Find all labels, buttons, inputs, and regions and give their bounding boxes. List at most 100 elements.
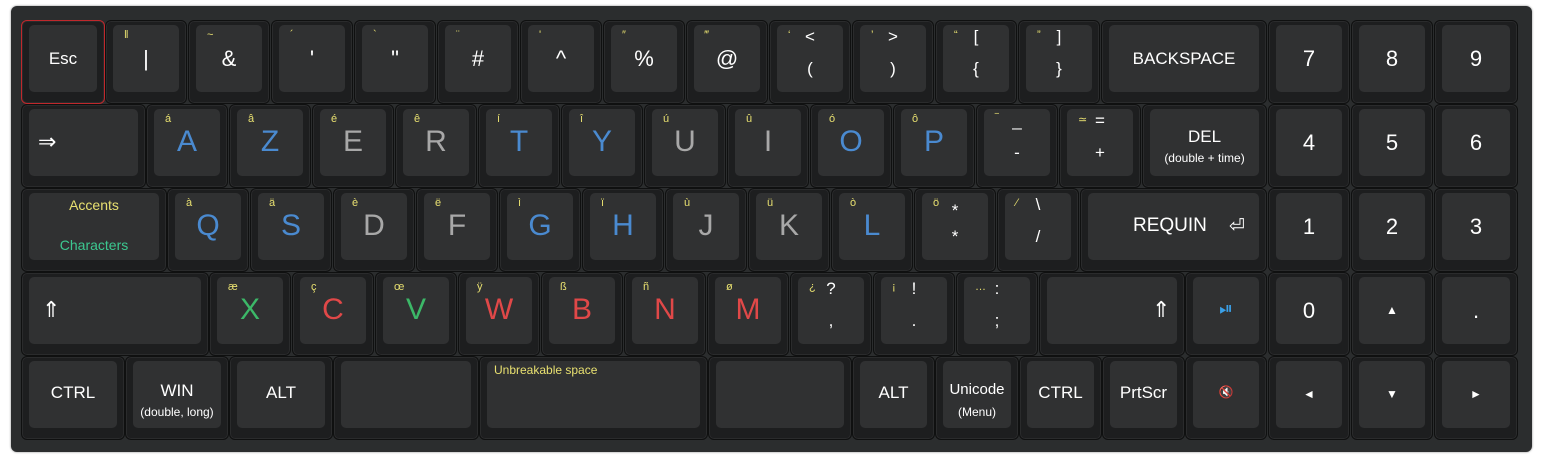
key-num-0[interactable]: 0 — [1268, 272, 1350, 356]
key-arrow-right[interactable]: ► — [1434, 356, 1518, 440]
key-win[interactable]: WIN(double, long) — [125, 356, 229, 440]
key-accent: á — [165, 113, 172, 125]
key-unbreakable-space[interactable]: Unbreakable space — [479, 356, 708, 440]
key-num-dot[interactable]: . — [1434, 272, 1518, 356]
key-num-4[interactable]: 4 — [1268, 104, 1350, 188]
key-label: X — [239, 293, 260, 326]
key-at[interactable]: ‴@ — [686, 20, 768, 104]
key-unicode[interactable]: Unicode(Menu) — [935, 356, 1019, 440]
key-upper: = — [1095, 111, 1105, 130]
key-caret[interactable]: '^ — [520, 20, 602, 104]
key-num-1[interactable]: 1 — [1268, 188, 1350, 272]
key-exclaim[interactable]: ¡!. — [873, 272, 955, 356]
key-greater-paren[interactable]: ’>) — [852, 20, 934, 104]
key-slash[interactable]: ⁄\/ — [997, 188, 1079, 272]
key-shift-left[interactable]: ⇑ — [21, 272, 209, 356]
arrow-right-icon: ► — [1470, 387, 1482, 401]
key-tab[interactable]: ⇒ — [21, 104, 146, 188]
key-alt-left[interactable]: ALT — [229, 356, 333, 440]
key-space-right[interactable] — [708, 356, 852, 440]
key-num-9[interactable]: 9 — [1434, 20, 1518, 104]
key-quote[interactable]: `" — [354, 20, 436, 104]
key-upper: [ — [973, 27, 979, 46]
key-enter[interactable]: REQUIN⏎ — [1080, 188, 1267, 272]
key-minus[interactable]: ‾_- — [976, 104, 1058, 188]
key-ctrl-right[interactable]: CTRL — [1019, 356, 1102, 440]
key-prtscr[interactable]: PrtScr — [1102, 356, 1185, 440]
key-pipe[interactable]: ‖| — [105, 20, 187, 104]
key-arrow-left[interactable]: ◄ — [1268, 356, 1350, 440]
key-upper: ] — [1056, 27, 1062, 46]
key-num-7[interactable]: 7 — [1268, 20, 1350, 104]
key-bracket-open[interactable]: “[{ — [935, 20, 1017, 104]
key-space-left[interactable] — [333, 356, 479, 440]
key-label: A — [176, 125, 197, 158]
key-mute[interactable]: 🔇 — [1185, 356, 1267, 440]
key-num-6[interactable]: 6 — [1434, 104, 1518, 188]
key-label: W — [484, 293, 514, 326]
key-label: | — [143, 46, 149, 71]
key-ampersand[interactable]: ~& — [188, 20, 270, 104]
key-less-paren[interactable]: ‘<( — [769, 20, 851, 104]
key-label: Q — [196, 209, 220, 242]
key-num-2[interactable]: 2 — [1351, 188, 1433, 272]
key-alt-right[interactable]: ALT — [852, 356, 935, 440]
key-del[interactable]: DEL(double + time) — [1142, 104, 1267, 188]
key-lower: ) — [890, 59, 896, 78]
key-accent: î — [580, 113, 584, 125]
key-bracket-close[interactable]: ”]} — [1018, 20, 1100, 104]
key-label: K — [778, 209, 799, 242]
key-label: B — [571, 293, 592, 326]
key-arrow-up[interactable]: ▲ — [1351, 272, 1433, 356]
key-backspace[interactable]: BACKSPACE — [1101, 20, 1267, 104]
key-colon[interactable]: …:; — [956, 272, 1038, 356]
key-accent: ~ — [207, 29, 214, 41]
key-percent[interactable]: ″% — [603, 20, 685, 104]
key-num-3[interactable]: 3 — [1434, 188, 1518, 272]
key-accent: ü — [767, 197, 774, 209]
key-esc[interactable]: Esc — [21, 20, 105, 104]
key-apostrophe[interactable]: ´' — [271, 20, 353, 104]
key-arrow-down[interactable]: ▼ — [1351, 356, 1433, 440]
key-accent: ß — [560, 281, 567, 293]
key-star[interactable]: ö** — [914, 188, 996, 272]
key-play-pause[interactable]: ⏯ — [1185, 272, 1267, 356]
key-question[interactable]: ¿?, — [790, 272, 872, 356]
key-num-5[interactable]: 5 — [1351, 104, 1433, 188]
key-hash[interactable]: ¨# — [437, 20, 519, 104]
key-label: CTRL — [50, 383, 96, 402]
key-ctrl-left[interactable]: CTRL — [21, 356, 125, 440]
key-accent: ó — [829, 113, 836, 125]
key-equal[interactable]: ≃=+ — [1059, 104, 1141, 188]
key-num-8[interactable]: 8 — [1351, 20, 1433, 104]
virtual-keyboard: Esc ‖| ~& ´' `" ¨# '^ ″% ‴@ ‘<( ’>) “[{ … — [11, 6, 1532, 452]
key-shift-right[interactable]: ⇑ — [1039, 272, 1185, 356]
